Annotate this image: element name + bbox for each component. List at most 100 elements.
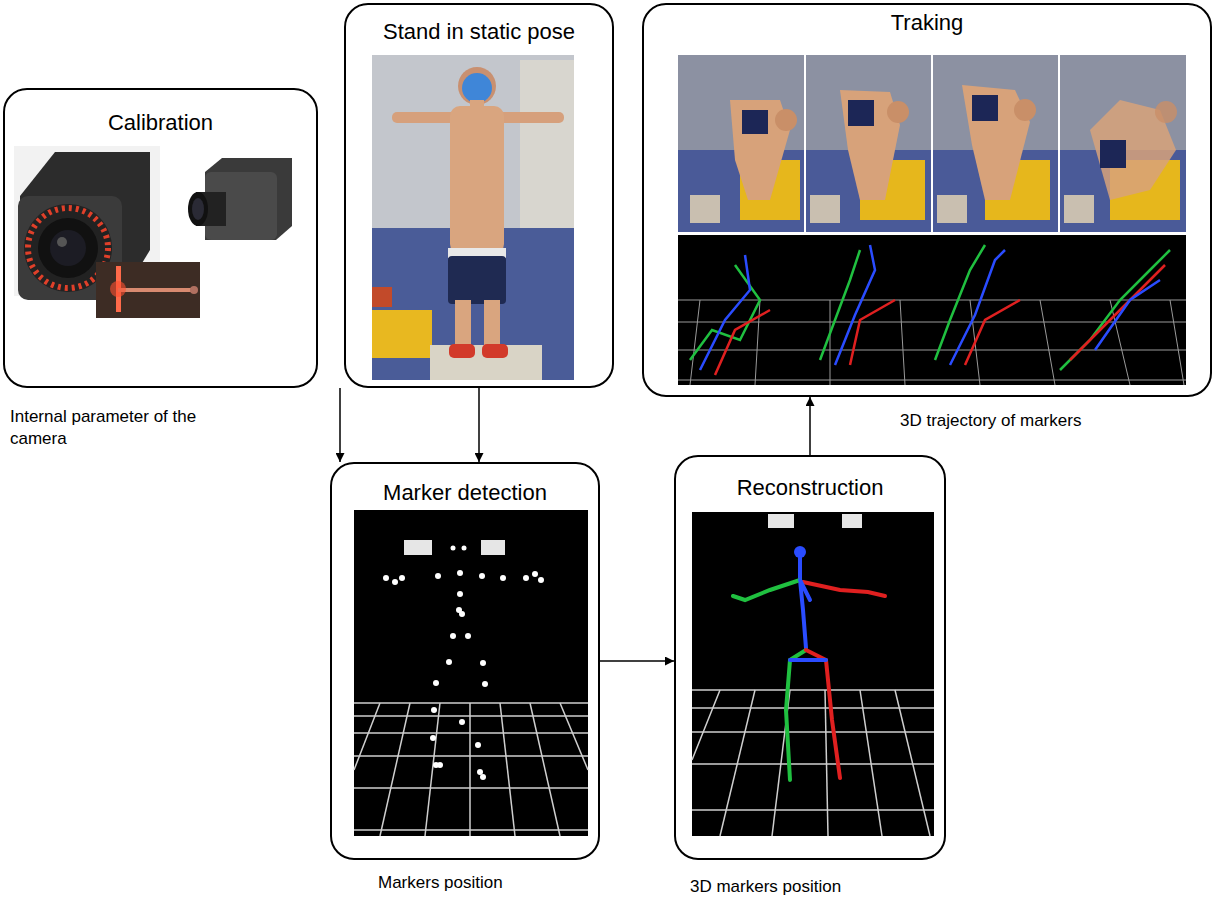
marker-screen bbox=[462, 546, 467, 551]
reconstruction-screen bbox=[803, 582, 885, 596]
tracking-skeletons bbox=[678, 235, 1186, 385]
marker-screen bbox=[479, 573, 485, 579]
marker-screen bbox=[481, 540, 505, 555]
process-box: Traking bbox=[642, 3, 1212, 397]
reconstruction-screen bbox=[692, 809, 934, 811]
reconstruction-screen bbox=[692, 689, 934, 691]
marker-screen bbox=[425, 703, 440, 836]
tracking-photos bbox=[1064, 100, 1180, 223]
tracking-photos bbox=[690, 195, 720, 223]
reconstruction-screen bbox=[692, 512, 934, 836]
marker-screen bbox=[354, 715, 588, 717]
process-box: Reconstruction bbox=[674, 455, 946, 860]
marker-screen bbox=[354, 829, 588, 831]
box-title: Reconstruction bbox=[676, 475, 944, 500]
reconstruction-screen bbox=[768, 514, 794, 528]
tracking-skeletons bbox=[1070, 265, 1165, 360]
tracking-skeletons bbox=[678, 380, 1186, 381]
flow-arrow bbox=[478, 388, 480, 462]
camera-photo bbox=[188, 192, 208, 226]
marker-screen bbox=[354, 755, 588, 757]
box-title: Traking bbox=[644, 10, 1210, 35]
reconstruction-screen bbox=[825, 690, 828, 836]
marker-screen bbox=[392, 579, 398, 585]
reconstruction-screen bbox=[692, 512, 934, 836]
camera-photo bbox=[14, 146, 292, 318]
tracking-photos bbox=[972, 95, 998, 121]
static-pose-photo bbox=[372, 310, 432, 358]
tracking-photos bbox=[848, 100, 874, 126]
marker-screen bbox=[500, 703, 515, 836]
static-pose-photo bbox=[470, 100, 484, 110]
static-pose-photo bbox=[520, 60, 574, 230]
static-pose-photo bbox=[449, 344, 475, 358]
tracking-skeletons bbox=[755, 300, 760, 385]
marker-screen bbox=[457, 591, 463, 597]
tracking-skeletons bbox=[950, 250, 1005, 365]
tracking-photos bbox=[1058, 55, 1060, 232]
marker-screen bbox=[431, 707, 437, 713]
marker-screen bbox=[475, 742, 481, 748]
marker-screen bbox=[354, 732, 588, 734]
flow-arrow bbox=[600, 660, 674, 662]
reconstruction-screen bbox=[786, 650, 806, 780]
tracking-skeletons bbox=[830, 300, 831, 385]
marker-screen bbox=[430, 735, 436, 741]
tracking-skeletons bbox=[1040, 300, 1055, 385]
camera-photo bbox=[192, 198, 204, 220]
tracking-photos bbox=[678, 55, 1186, 232]
tracking-photos bbox=[1155, 101, 1177, 123]
marker-screen bbox=[465, 633, 471, 639]
tracking-skeletons bbox=[1060, 250, 1170, 370]
marker-screen bbox=[477, 769, 483, 775]
static-pose-photo bbox=[372, 55, 574, 380]
box-title: Stand in static pose bbox=[346, 19, 612, 44]
tracking-photos bbox=[887, 101, 909, 123]
tracking-skeletons bbox=[1170, 300, 1184, 385]
marker-screen bbox=[383, 575, 389, 581]
reconstruction-screen bbox=[860, 690, 882, 836]
static-pose-photo bbox=[484, 300, 500, 346]
reconstruction-screen bbox=[692, 707, 934, 709]
marker-screen bbox=[459, 719, 465, 725]
marker-screen bbox=[560, 703, 588, 770]
caption-label: 3D trajectory of markers bbox=[900, 410, 1180, 432]
reconstruction-screen bbox=[692, 690, 934, 836]
tracking-skeletons bbox=[678, 235, 1186, 385]
camera-photo bbox=[190, 286, 198, 294]
tracking-photos bbox=[1014, 99, 1036, 121]
tracking-skeletons bbox=[715, 310, 770, 375]
tracking-skeletons bbox=[690, 245, 1170, 375]
reconstruction-screen bbox=[733, 580, 800, 600]
camera-photo bbox=[57, 237, 67, 247]
marker-screen bbox=[469, 703, 471, 836]
tracking-skeletons bbox=[1095, 280, 1160, 350]
static-pose-photo bbox=[482, 344, 508, 358]
tracking-photos bbox=[810, 195, 840, 223]
process-box: Marker detection bbox=[330, 462, 600, 860]
reconstruction-screen bbox=[800, 580, 810, 600]
reconstruction-screen bbox=[806, 650, 840, 778]
marker-screen bbox=[500, 575, 506, 581]
marker-screen bbox=[482, 681, 488, 687]
marker-screen bbox=[480, 774, 486, 780]
static-pose-photo bbox=[458, 67, 496, 105]
marker-screen bbox=[383, 546, 544, 781]
static-pose-photo bbox=[450, 106, 504, 254]
camera-photo bbox=[50, 230, 86, 266]
tracking-skeletons bbox=[965, 300, 1020, 365]
marker-screen bbox=[446, 659, 452, 665]
marker-screen bbox=[354, 787, 588, 789]
caption-label: 3D markers position bbox=[690, 876, 930, 898]
marker-screen bbox=[354, 702, 588, 704]
marker-screen bbox=[380, 703, 410, 836]
tracking-photos bbox=[937, 85, 1050, 223]
reconstruction-screen bbox=[790, 658, 826, 662]
reconstruction-screen bbox=[842, 514, 862, 528]
marker-screen bbox=[457, 570, 463, 576]
box-title: Calibration bbox=[5, 110, 316, 135]
static-pose-photo bbox=[372, 287, 392, 307]
marker-screen bbox=[354, 703, 588, 836]
